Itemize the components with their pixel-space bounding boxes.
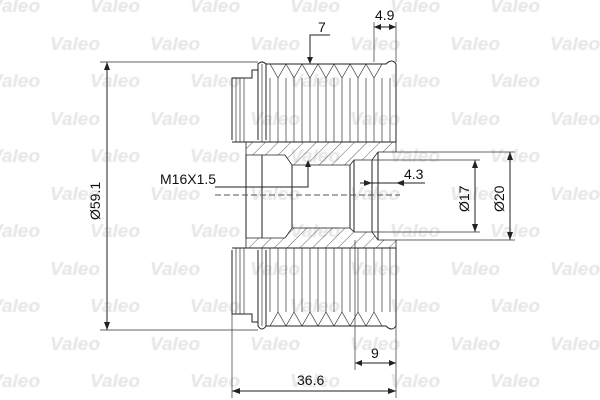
rib-line [285,63,295,79]
rib-line [301,63,311,79]
rib-line [269,311,279,327]
label-diameter-20: Ø20 [491,185,507,212]
rib-line [317,63,327,79]
rib-line [269,63,279,79]
label-4-9: 4.9 [375,7,395,23]
rib-line [285,311,295,327]
rib-line [349,63,359,79]
rib-line [341,311,351,327]
label-diameter-17: Ø17 [456,185,472,212]
label-thread: M16X1.5 [160,171,216,187]
dimension-lines [100,22,515,398]
rib-line [365,311,375,327]
rib-line [293,311,303,327]
label-groove-count: 7 [318,19,326,35]
rib-line [365,63,375,79]
rib-line [325,311,335,327]
rib-line [309,311,319,327]
pulley-body [215,60,400,330]
rib-line [277,311,287,327]
rib-line [325,63,335,79]
dimension-labels: 7 4.9 M16X1.5 4.3 Ø59.1 Ø17 Ø20 9 36.6 [87,7,507,388]
rib-line [357,311,367,327]
rib-line [357,63,367,79]
rib-line [333,311,343,327]
rib-line [341,63,351,79]
rib-line [349,311,359,327]
label-9: 9 [371,345,379,361]
rib-line [333,63,343,79]
rib-lines [235,63,391,327]
rib-line [309,63,319,79]
label-outer-diameter: Ø59.1 [87,182,103,220]
rib-line [293,63,303,79]
label-4-3: 4.3 [404,166,424,182]
rib-line [317,311,327,327]
rib-line [301,311,311,327]
rib-line [373,311,383,327]
rib-line [373,63,383,79]
rib-line [277,63,287,79]
label-36-6: 36.6 [297,372,324,388]
